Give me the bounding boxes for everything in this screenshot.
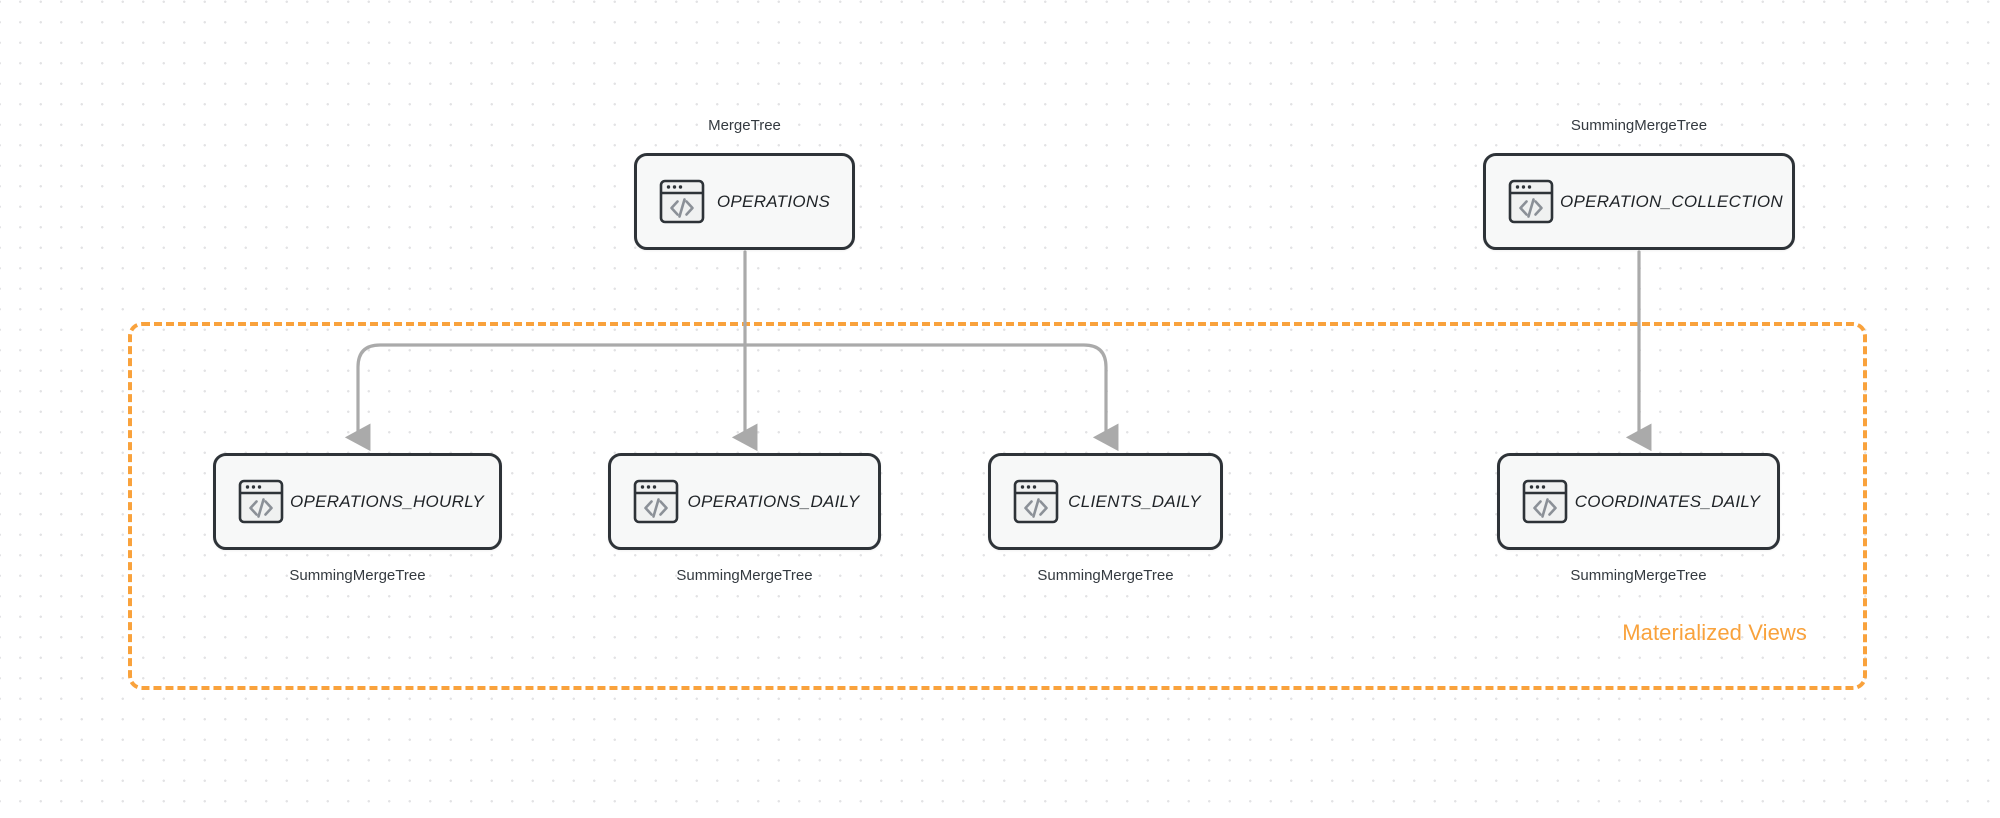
materialized-views-group: Materialized Views	[128, 322, 1867, 690]
node-operations[interactable]: OPERATIONS	[634, 153, 855, 250]
code-window-icon	[633, 479, 679, 524]
node-title: CLIENTS_DAILY	[1068, 491, 1201, 511]
materialized-views-label: Materialized Views	[1622, 620, 1807, 645]
engine-label-operations_daily: SummingMergeTree	[676, 567, 813, 584]
node-title: OPERATIONS_DAILY	[687, 491, 860, 511]
node-operation_collection[interactable]: OPERATION_COLLECTION	[1483, 153, 1795, 250]
node-title: OPERATIONS_HOURLY	[290, 491, 485, 511]
node-operations_daily[interactable]: OPERATIONS_DAILY	[608, 453, 881, 550]
engine-label-coordinates_daily: SummingMergeTree	[1570, 567, 1707, 584]
code-window-icon	[1013, 479, 1059, 524]
code-window-icon	[238, 479, 284, 524]
code-window-icon	[1508, 179, 1554, 224]
code-window-icon	[659, 179, 705, 224]
code-window-icon	[1522, 479, 1568, 524]
node-operations_hourly[interactable]: OPERATIONS_HOURLY	[213, 453, 502, 550]
engine-label-clients_daily: SummingMergeTree	[1037, 567, 1174, 584]
engine-label-operations: MergeTree	[708, 117, 781, 134]
node-title: OPERATIONS	[716, 191, 831, 211]
node-coordinates_daily[interactable]: COORDINATES_DAILY	[1497, 453, 1780, 550]
node-clients_daily[interactable]: CLIENTS_DAILY	[988, 453, 1223, 550]
node-title: COORDINATES_DAILY	[1574, 491, 1761, 511]
node-title: OPERATION_COLLECTION	[1560, 191, 1783, 211]
engine-label-operation_collection: SummingMergeTree	[1570, 117, 1708, 134]
engine-label-operations_hourly: SummingMergeTree	[289, 567, 426, 584]
